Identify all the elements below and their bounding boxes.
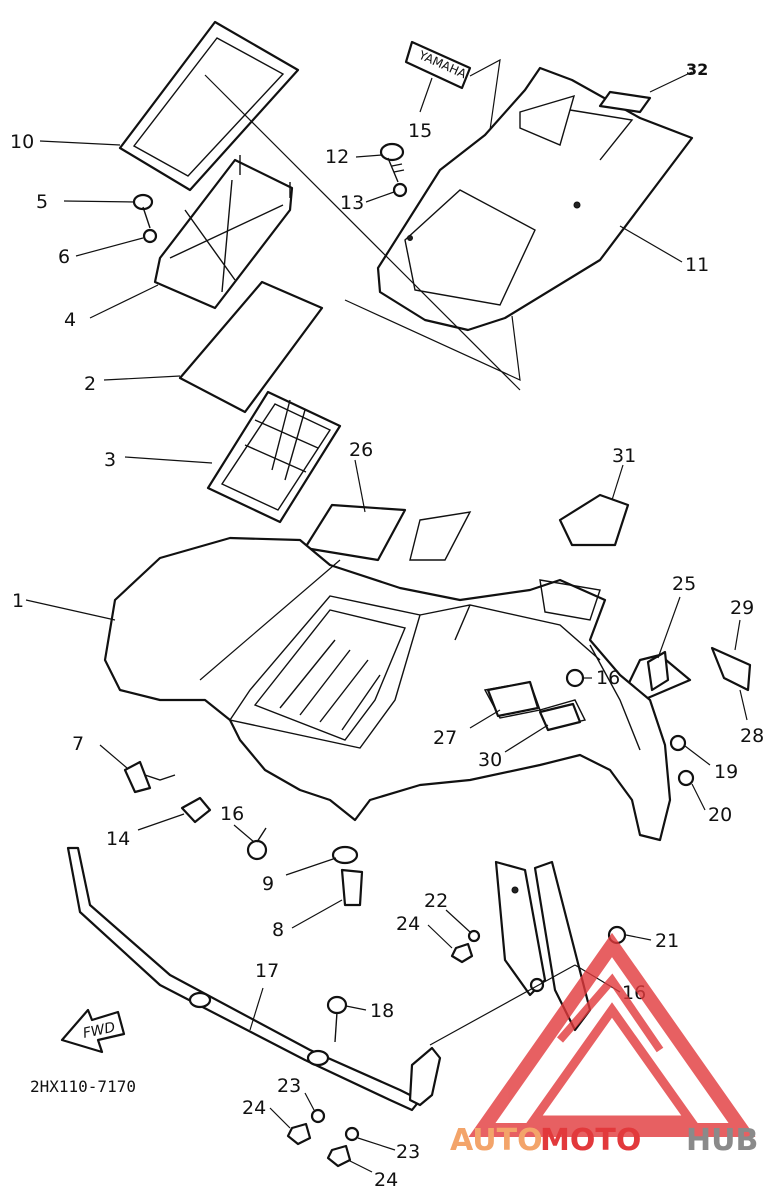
part-13-washer	[392, 182, 408, 198]
part-10-frame	[118, 20, 300, 192]
callout-24a: 24	[396, 913, 420, 935]
part-31-duct	[558, 493, 630, 547]
callout-25: 25	[672, 573, 696, 595]
part-23-washer-a	[467, 929, 481, 943]
callout-14: 14	[106, 828, 130, 850]
part-1-rear-fender	[103, 511, 672, 842]
part-16-bolt-b	[565, 668, 585, 688]
watermark-hub: HUB	[686, 1123, 758, 1158]
callout-13: 13	[340, 192, 364, 214]
callout-2: 2	[84, 373, 96, 395]
callout-23a: 22	[424, 890, 448, 912]
part-6-washer	[142, 228, 158, 244]
part-32-label	[598, 90, 652, 114]
callout-12: 12	[325, 146, 349, 168]
callout-1: 1	[12, 590, 24, 612]
drawing-code: 2HX110-7170	[30, 1077, 136, 1096]
callout-24c: 24	[374, 1169, 398, 1191]
part-3-mesh-filter	[206, 390, 342, 524]
part-15-decal: YAMAHA	[404, 40, 472, 90]
callout-18: 17	[255, 960, 279, 982]
callout-24b: 24	[242, 1097, 266, 1119]
part-24-nut-a	[450, 942, 474, 964]
part-21-bolt	[677, 769, 695, 787]
watermark-auto: AUTO	[450, 1123, 543, 1158]
part-23-washer-b	[310, 1108, 326, 1124]
callout-5: 5	[36, 191, 48, 213]
watermark-moto: MOTO	[540, 1123, 641, 1158]
part-4-tray	[153, 155, 294, 310]
part-27-label	[486, 680, 540, 718]
callout-27: 27	[433, 727, 457, 749]
watermark-text: AUTO MOTO HUB	[450, 1123, 758, 1158]
callout-26: 26	[349, 439, 373, 461]
part-11-cover	[376, 66, 694, 332]
callout-6: 6	[58, 246, 70, 268]
callout-3: 3	[104, 449, 116, 471]
part-12-bolt	[379, 142, 405, 183]
watermark-logo	[468, 932, 756, 1137]
callout-10: 10	[10, 131, 34, 153]
callout-21: 20	[708, 804, 732, 826]
callout-29: 29	[730, 597, 754, 619]
part-5-bolt	[132, 193, 154, 229]
callout-20: 19	[714, 761, 738, 783]
part-9-grommet	[331, 845, 359, 865]
callout-7: 7	[72, 733, 84, 755]
callout-23c: 23	[396, 1141, 420, 1163]
callout-16b: 16	[596, 667, 620, 689]
part-20-bolt	[669, 734, 687, 752]
part-7-fitting	[123, 760, 176, 794]
callout-30: 30	[478, 749, 502, 771]
leader-lines	[25, 58, 748, 1173]
part-2-pad	[178, 280, 324, 414]
part-16-bolt-a	[246, 827, 268, 861]
part-14-clip	[180, 796, 212, 824]
callout-31: 31	[612, 445, 636, 467]
callout-22: 21	[655, 930, 679, 952]
part-30-label	[538, 702, 582, 732]
callout-numbers: 10 5 6 4 2 3 1 7 14 16 9 8 12 13 15 11 3…	[10, 60, 764, 1191]
part-8-stay	[340, 868, 364, 907]
callout-11: 11	[685, 254, 709, 276]
callout-19: 18	[370, 1000, 394, 1022]
part-19-bolt	[326, 995, 348, 1043]
callout-28: 28	[740, 725, 764, 747]
fwd-arrow-icon: FWD	[60, 1008, 126, 1054]
part-23-washer-c	[344, 1126, 360, 1142]
part-24-nut-c	[326, 1144, 352, 1168]
callout-23b: 23	[277, 1075, 301, 1097]
part-29-label	[710, 646, 752, 692]
callout-15: 15	[408, 120, 432, 142]
part-24-nut-b	[286, 1122, 312, 1146]
callout-8: 8	[272, 919, 284, 941]
callout-32: 32	[686, 60, 708, 79]
fwd-label: FWD	[82, 1019, 118, 1041]
part-26-plate	[303, 503, 407, 562]
callout-4: 4	[64, 309, 76, 331]
callout-16a: 16	[220, 803, 244, 825]
callout-9: 9	[262, 873, 274, 895]
part-18-grab-bar	[66, 846, 442, 1112]
